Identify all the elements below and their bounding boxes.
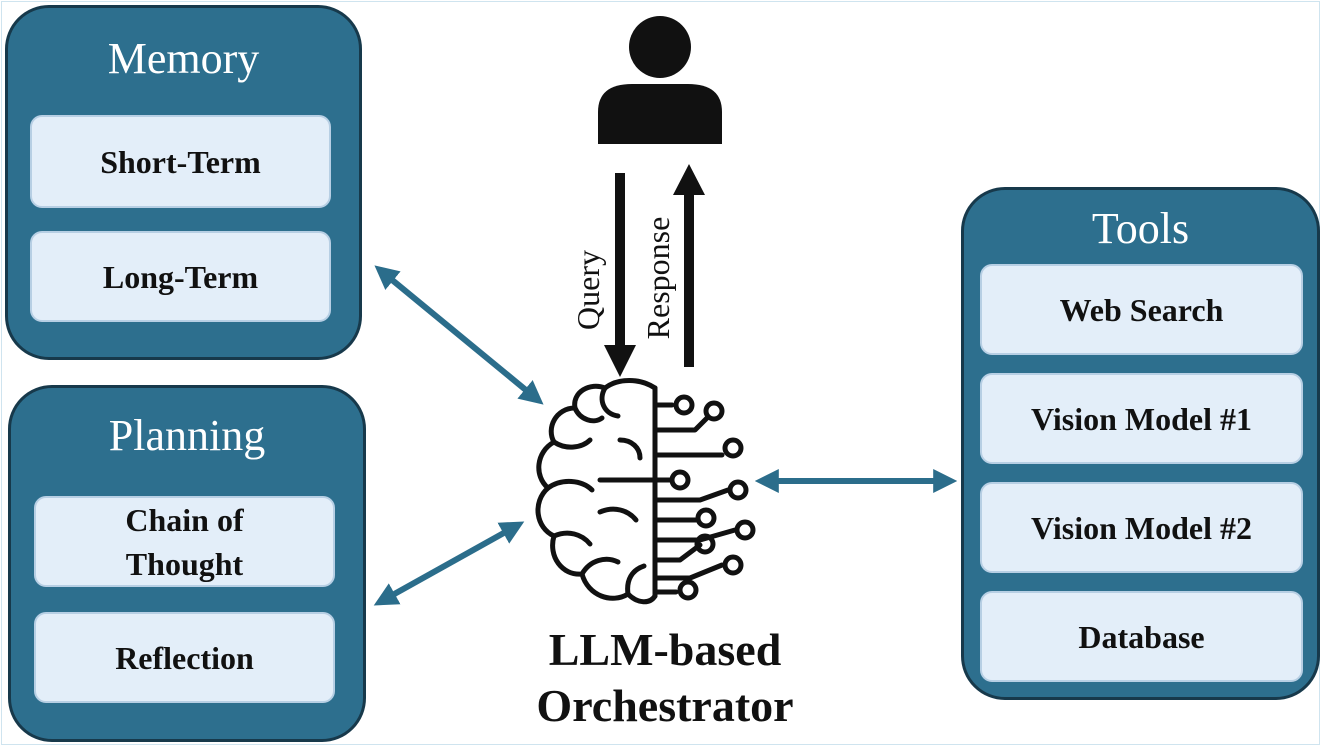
tools-item-database: Database <box>980 591 1303 682</box>
memory-title: Memory <box>107 34 260 83</box>
planning-item-chain-of-thought: Chain of Thought <box>34 496 335 587</box>
query-label: Query <box>570 250 606 330</box>
response-arrow <box>673 164 705 367</box>
planning-orchestrator-arrow <box>373 521 525 606</box>
tools-item-vision-model-2: Vision Model #2 <box>980 482 1303 573</box>
orchestrator-label-line1: LLM-based <box>548 624 782 675</box>
response-label: Response <box>640 216 676 340</box>
memory-orchestrator-arrow <box>374 265 544 405</box>
memory-panel: Memory Short-Term Long-Term <box>5 5 362 360</box>
planning-title: Planning <box>108 411 266 460</box>
orchestrator-label: LLM-based Orchestrator <box>480 622 850 734</box>
orchestrator-label-line2: Orchestrator <box>536 680 794 731</box>
planning-panel: Planning Chain of Thought Reflection <box>8 385 366 742</box>
query-arrow <box>604 173 636 377</box>
memory-item-short-term: Short-Term <box>30 115 331 208</box>
tools-item-web-search: Web Search <box>980 264 1303 355</box>
planning-item-reflection: Reflection <box>34 612 335 703</box>
brain-circuit-icon <box>535 378 756 605</box>
user-icon <box>598 16 722 144</box>
tools-title: Tools <box>1091 204 1190 253</box>
memory-item-long-term: Long-Term <box>30 231 331 322</box>
tools-panel: Tools Web Search Vision Model #1 Vision … <box>961 187 1320 700</box>
tools-item-vision-model-1: Vision Model #1 <box>980 373 1303 464</box>
